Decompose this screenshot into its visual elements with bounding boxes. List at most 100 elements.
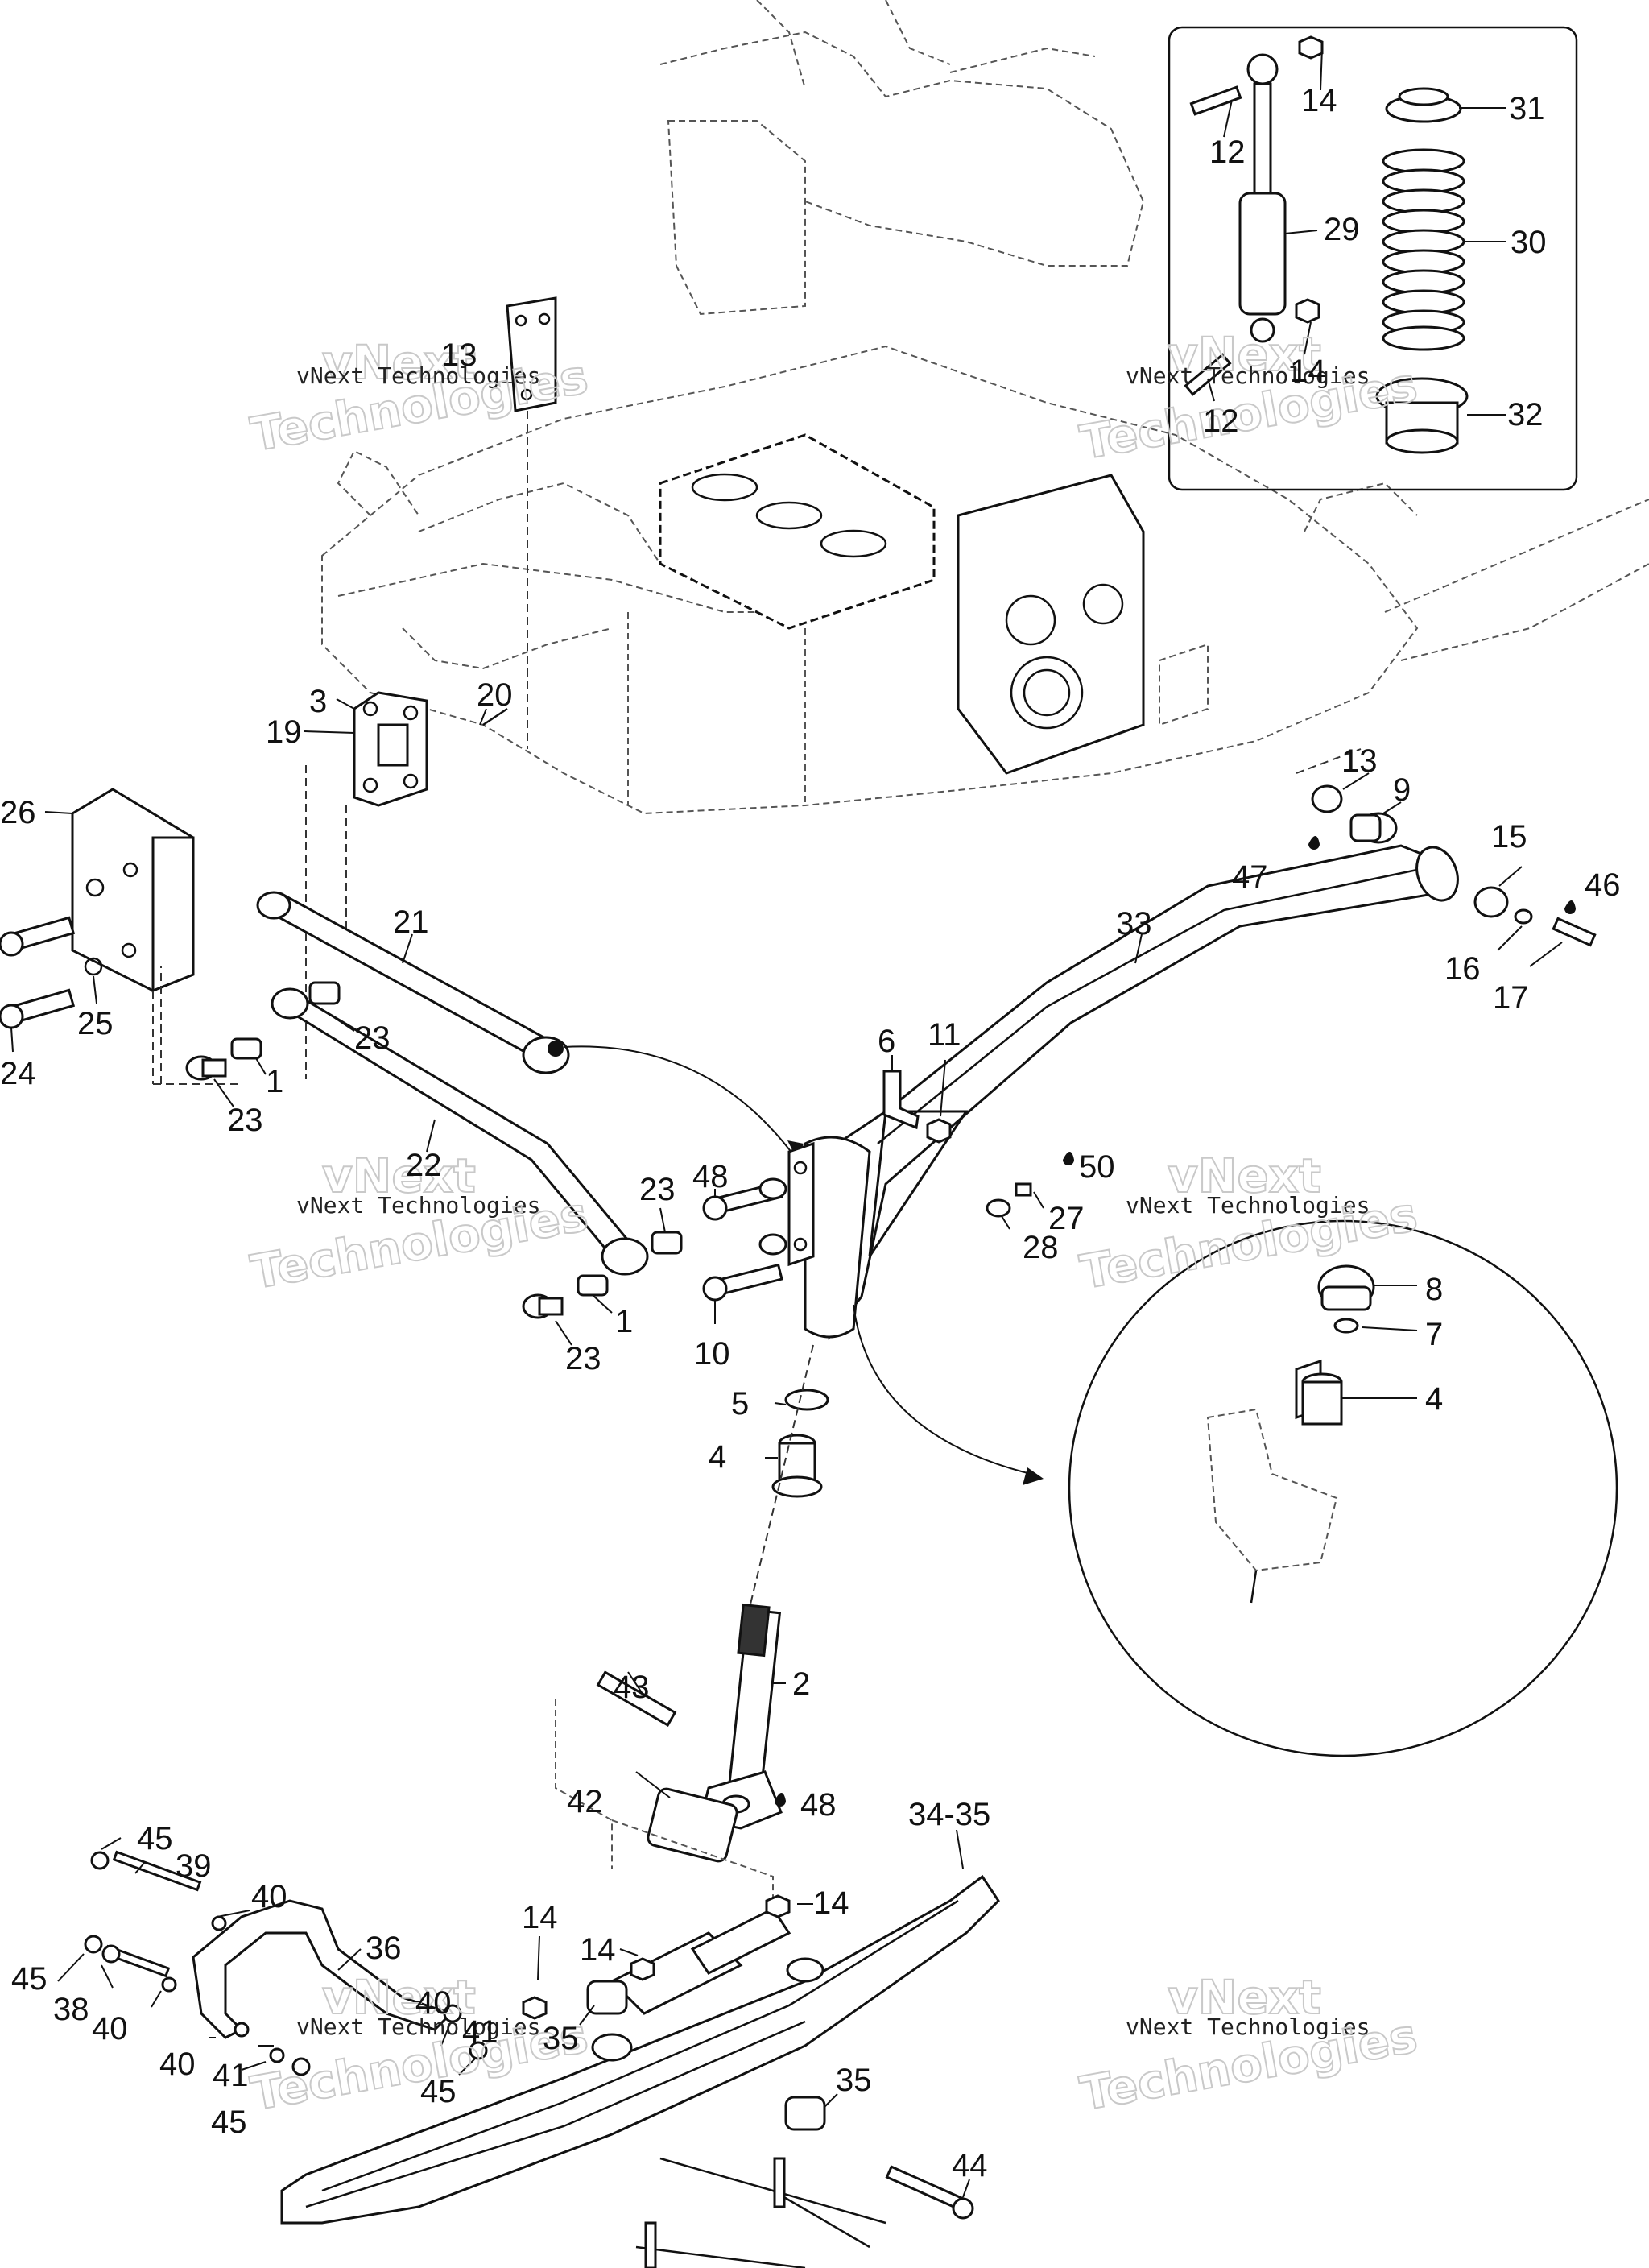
- watermark-vnext: vNext: [1168, 1970, 1321, 2025]
- callout-41: 41: [462, 2014, 498, 2050]
- bracket-6-nut-11: [882, 1055, 952, 1144]
- callout-39: 39: [176, 1848, 212, 1884]
- callout-14: 14: [813, 1885, 849, 1921]
- callout-24: 24: [0, 1056, 36, 1091]
- callout-32: 32: [1507, 397, 1544, 432]
- callout-16: 16: [1444, 951, 1481, 987]
- callout-23: 23: [354, 1020, 391, 1056]
- shock-absorber-inset: [1168, 26, 1578, 491]
- callout-12: 12: [1203, 404, 1239, 439]
- engine-block-phantom: [659, 433, 1145, 775]
- callout-43: 43: [614, 1670, 650, 1705]
- callout-28: 28: [1023, 1230, 1059, 1265]
- callout-8: 8: [1425, 1272, 1443, 1307]
- watermark-text: vNext Technologies: [1126, 1192, 1370, 1219]
- callout-40: 40: [159, 2047, 196, 2082]
- callout-5: 5: [731, 1386, 749, 1422]
- watermark-vnext: vNext: [322, 335, 476, 390]
- watermark-text: vNext Technologies: [296, 1192, 540, 1219]
- callout-labels: 13 31 14 12 29 30 14 12 32 3 19 20 26 13…: [0, 83, 1621, 2183]
- callout-23: 23: [227, 1103, 263, 1138]
- watermark-vnext: vNext: [1168, 1148, 1321, 1203]
- trailing-arm-33: [787, 844, 1459, 1340]
- bracket-13: [506, 296, 557, 749]
- lower-arm-22: [271, 981, 683, 1276]
- grease-fitting: [986, 1152, 1074, 1230]
- callout-23: 23: [639, 1172, 676, 1207]
- callout-19: 19: [266, 714, 302, 750]
- callout-9: 9: [1393, 772, 1411, 808]
- bushings-left: [160, 966, 355, 1107]
- ski-handle-36: [57, 1837, 488, 2076]
- callout-45: 45: [420, 2074, 457, 2109]
- callout-46: 46: [1585, 867, 1621, 903]
- chassis-frame-phantom: [321, 0, 1649, 815]
- watermark-text: vNext Technologies: [1126, 2013, 1370, 2040]
- callout-48: 48: [800, 1787, 837, 1823]
- ski-34-35: [280, 1829, 1000, 2225]
- callout-25: 25: [77, 1006, 114, 1041]
- callout-12: 12: [1209, 135, 1246, 170]
- callout-35: 35: [543, 2021, 579, 2056]
- callout-31: 31: [1509, 91, 1545, 126]
- callout-17: 17: [1493, 980, 1529, 1016]
- callout-14: 14: [522, 1900, 558, 1935]
- ski-hardware: [522, 1894, 974, 2268]
- callout-1: 1: [266, 1064, 283, 1099]
- callout-42: 42: [567, 1784, 603, 1819]
- callout-20: 20: [477, 677, 513, 713]
- callout-14: 14: [1290, 354, 1326, 389]
- callout-26: 26: [0, 795, 36, 830]
- callout-50: 50: [1079, 1149, 1115, 1185]
- callout-34-35: 34-35: [908, 1797, 990, 1832]
- callout-4: 4: [1425, 1381, 1443, 1417]
- watermark-vnext: vNext: [322, 1148, 476, 1203]
- callout-7: 7: [1425, 1317, 1443, 1352]
- callout-45: 45: [11, 1961, 48, 1997]
- watermark-vnext: vNext: [1168, 327, 1321, 382]
- callout-14: 14: [580, 1932, 616, 1968]
- watermark-text: vNext Technologies: [296, 362, 540, 389]
- callout-30: 30: [1511, 225, 1547, 260]
- spindle-bolts: [702, 1177, 787, 1324]
- callout-40: 40: [251, 1879, 287, 1914]
- callout-11: 11: [928, 1017, 961, 1053]
- callout-10: 10: [694, 1336, 730, 1372]
- callout-35: 35: [836, 2063, 872, 2098]
- callout-36: 36: [366, 1931, 402, 1966]
- callout-13: 13: [1341, 743, 1378, 779]
- callout-29: 29: [1324, 212, 1360, 247]
- watermark-text: vNext Technologies: [1126, 362, 1370, 389]
- callout-21: 21: [393, 904, 429, 940]
- watermark-text: vNext Technologies: [296, 2013, 540, 2040]
- callout-4: 4: [709, 1439, 726, 1475]
- watermarks: vNext vNext Technologies Technologies vN…: [246, 326, 1422, 2122]
- callout-48: 48: [692, 1159, 729, 1194]
- detail-inset-circle: [853, 1219, 1618, 1757]
- callout-27: 27: [1048, 1201, 1085, 1236]
- arm-end-hardware: [1296, 748, 1597, 967]
- callout-45: 45: [137, 1821, 173, 1856]
- callout-33: 33: [1116, 906, 1152, 942]
- callout-15: 15: [1491, 819, 1527, 855]
- callout-41: 41: [213, 2058, 249, 2093]
- mount-bracket-3: [304, 691, 508, 1079]
- callout-23: 23: [565, 1341, 601, 1376]
- callout-1: 1: [615, 1304, 633, 1339]
- callout-6: 6: [878, 1024, 895, 1059]
- callout-13: 13: [441, 337, 477, 373]
- callout-45: 45: [211, 2105, 247, 2140]
- watermark-vnext: vNext: [322, 1970, 476, 2025]
- bushings-right: [522, 1207, 666, 1346]
- upper-arm-21: [256, 891, 804, 1161]
- callout-2: 2: [792, 1666, 810, 1702]
- callout-38: 38: [53, 1992, 89, 2027]
- callout-40: 40: [92, 2011, 128, 2047]
- callout-40: 40: [415, 1985, 452, 2021]
- callout-44: 44: [952, 2148, 988, 2183]
- plate-26: [0, 788, 242, 1085]
- callout-14: 14: [1301, 83, 1337, 118]
- callout-22: 22: [406, 1148, 442, 1183]
- callout-47: 47: [1232, 859, 1268, 895]
